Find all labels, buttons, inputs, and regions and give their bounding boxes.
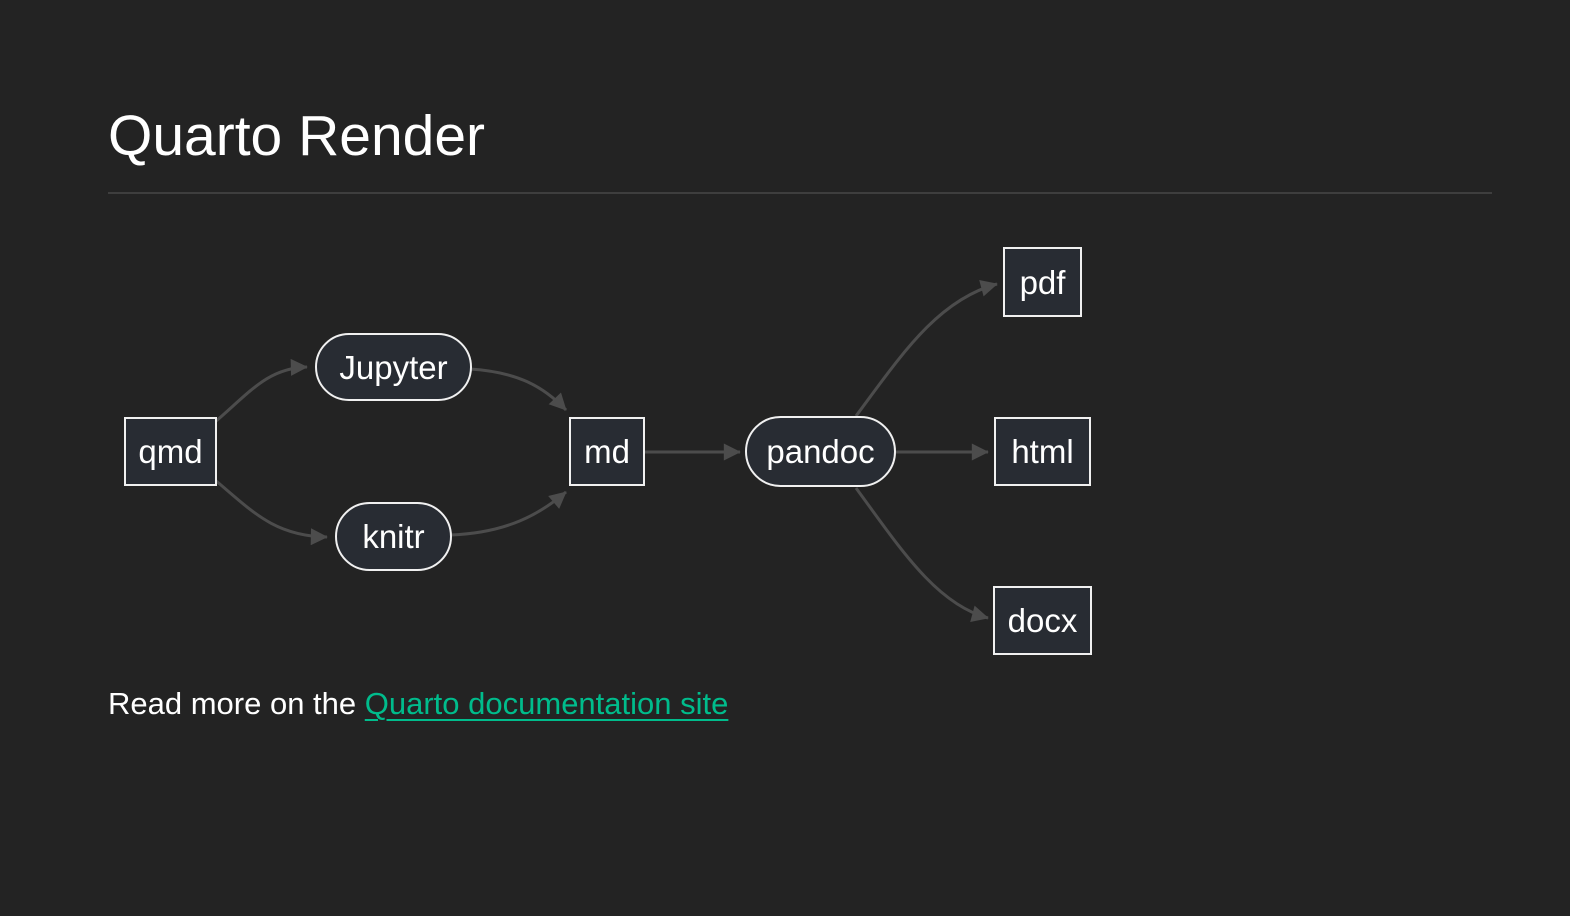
edge-pandoc-pdf xyxy=(854,279,998,417)
node-pandoc-label: pandoc xyxy=(766,433,875,470)
node-pdf: pdf xyxy=(1003,247,1082,317)
node-qmd: qmd xyxy=(124,417,217,486)
node-md-label: md xyxy=(584,433,630,470)
node-knitr: knitr xyxy=(335,502,452,571)
node-qmd-label: qmd xyxy=(138,433,203,470)
node-html-label: html xyxy=(1011,433,1074,470)
edge-jupyter-md xyxy=(469,367,568,412)
node-jupyter-label: Jupyter xyxy=(339,348,448,386)
edge-pandoc-docx xyxy=(854,487,989,622)
page-title: Quarto Render xyxy=(108,104,486,168)
quarto-documentation-link[interactable]: Quarto documentation site xyxy=(364,686,729,721)
read-more-text: Read more on the xyxy=(108,686,365,721)
node-jupyter: Jupyter xyxy=(315,333,472,401)
node-md: md xyxy=(569,417,645,486)
edge-knitr-md xyxy=(449,490,567,537)
node-knitr-label: knitr xyxy=(362,518,425,555)
node-pandoc: pandoc xyxy=(745,416,896,487)
edge-qmd-knitr xyxy=(214,478,328,546)
read-more-paragraph: Read more on the Quarto documentation si… xyxy=(108,682,728,725)
node-pdf-label: pdf xyxy=(1019,263,1066,301)
node-docx: docx xyxy=(993,586,1092,655)
title-divider xyxy=(108,192,1492,194)
edge-qmd-jupyter xyxy=(214,358,308,424)
node-docx-label: docx xyxy=(1007,602,1078,639)
node-html: html xyxy=(994,417,1091,486)
